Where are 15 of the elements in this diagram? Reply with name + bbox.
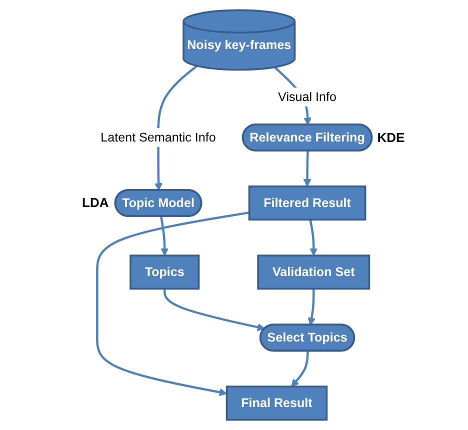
node-box: Topics — [129, 254, 200, 290]
edge-label: Latent Semantic Info — [100, 130, 216, 144]
arrow — [163, 288, 265, 332]
node-box: Validation Set — [256, 254, 370, 290]
arrow — [302, 150, 311, 187]
arrow — [308, 219, 318, 256]
arrow — [307, 288, 316, 326]
node-box: Filtered Result — [248, 186, 366, 221]
arrow — [290, 351, 308, 387]
arrow — [160, 216, 168, 256]
node-box: Final Result — [225, 386, 328, 421]
edge-label: Visual Info — [278, 89, 336, 104]
annotation-text: KDE — [377, 130, 405, 144]
arrow — [96, 211, 249, 396]
annotation-text: LDA — [82, 195, 109, 210]
